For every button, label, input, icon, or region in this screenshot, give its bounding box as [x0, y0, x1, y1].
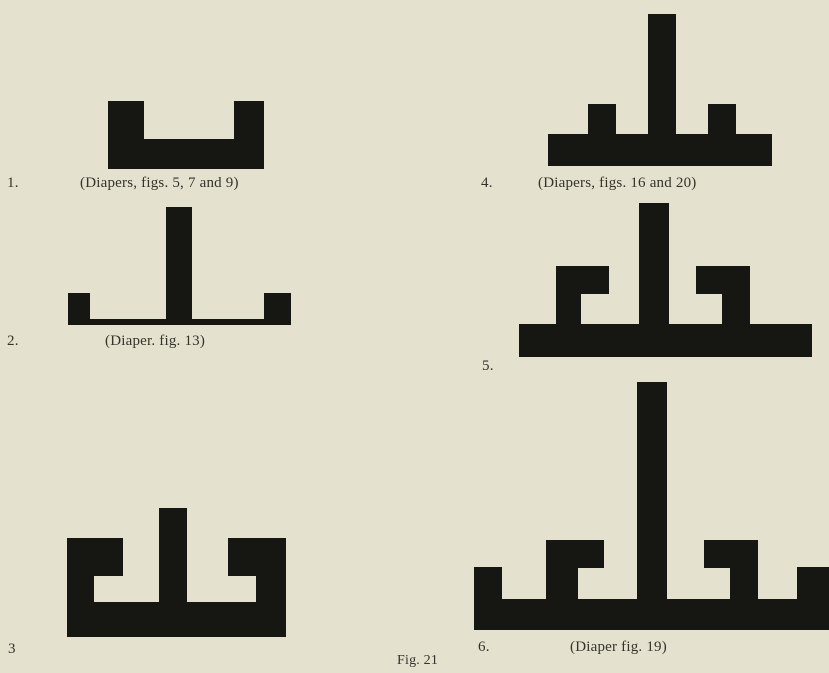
pattern-figure-2	[68, 207, 291, 325]
figure-6-number: 6.	[478, 638, 490, 656]
pattern-figure-6	[474, 382, 829, 630]
figure-6-caption: (Diaper fig. 19)	[570, 638, 667, 656]
figure-1-number: 1.	[7, 174, 19, 192]
figure-2-number: 2.	[7, 332, 19, 350]
figure-3-number: 3	[8, 640, 16, 658]
figure-2-caption: (Diaper. fig. 13)	[105, 332, 205, 350]
figure-4-number: 4.	[481, 174, 493, 192]
figure-4-caption: (Diapers, figs. 16 and 20)	[538, 174, 697, 192]
figure-5-number: 5.	[482, 357, 494, 375]
figure-1-caption: (Diapers, figs. 5, 7 and 9)	[80, 174, 239, 192]
pattern-figure-3	[67, 508, 286, 637]
plate-caption: Fig. 21	[397, 652, 438, 670]
pattern-figure-4	[548, 14, 772, 166]
pattern-figure-5	[519, 203, 812, 357]
pattern-figure-1	[108, 101, 264, 169]
